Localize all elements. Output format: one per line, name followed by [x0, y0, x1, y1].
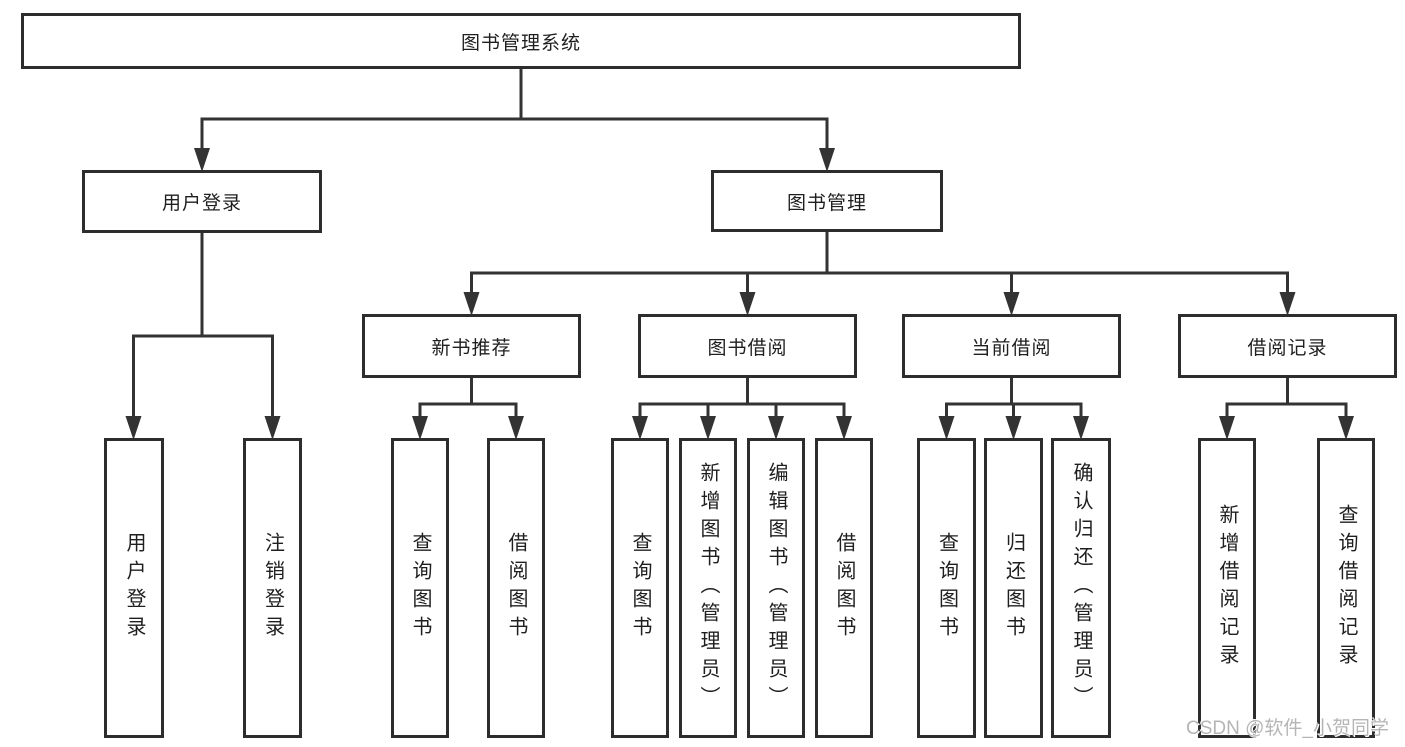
leaf-borrow-books-borrowing: 借阅图书 [815, 438, 873, 738]
leaf-borrow-books-recommend: 借阅图书 [487, 438, 545, 738]
leaf-add-books-admin: 新增图书（管理员） [679, 438, 737, 738]
node-current-borrowing: 当前借阅 [902, 314, 1121, 378]
node-borrowing-records: 借阅记录 [1178, 314, 1397, 378]
leaf-query-books-recommend: 查询图书 [391, 438, 449, 738]
leaf-return-books: 归还图书 [984, 438, 1043, 738]
leaf-add-borrow-record: 新增借阅记录 [1198, 438, 1256, 738]
node-root: 图书管理系统 [21, 13, 1021, 69]
node-user-login: 用户登录 [82, 170, 322, 233]
leaf-query-books-current: 查询图书 [917, 438, 976, 738]
node-book-management: 图书管理 [711, 170, 943, 232]
leaf-logout-login: 注销登录 [243, 438, 302, 738]
node-new-book-recommendation: 新书推荐 [362, 314, 581, 378]
leaf-confirm-return-admin: 确认归还（管理员） [1051, 438, 1111, 738]
leaf-query-books-borrowing: 查询图书 [611, 438, 669, 738]
node-book-borrowing: 图书借阅 [638, 314, 857, 378]
csdn-watermark: CSDN @软件_小贺同学 [1186, 718, 1389, 739]
leaf-query-borrow-record: 查询借阅记录 [1317, 438, 1375, 738]
leaf-user-login: 用户登录 [104, 438, 164, 738]
leaf-edit-books-admin: 编辑图书（管理员） [747, 438, 805, 738]
